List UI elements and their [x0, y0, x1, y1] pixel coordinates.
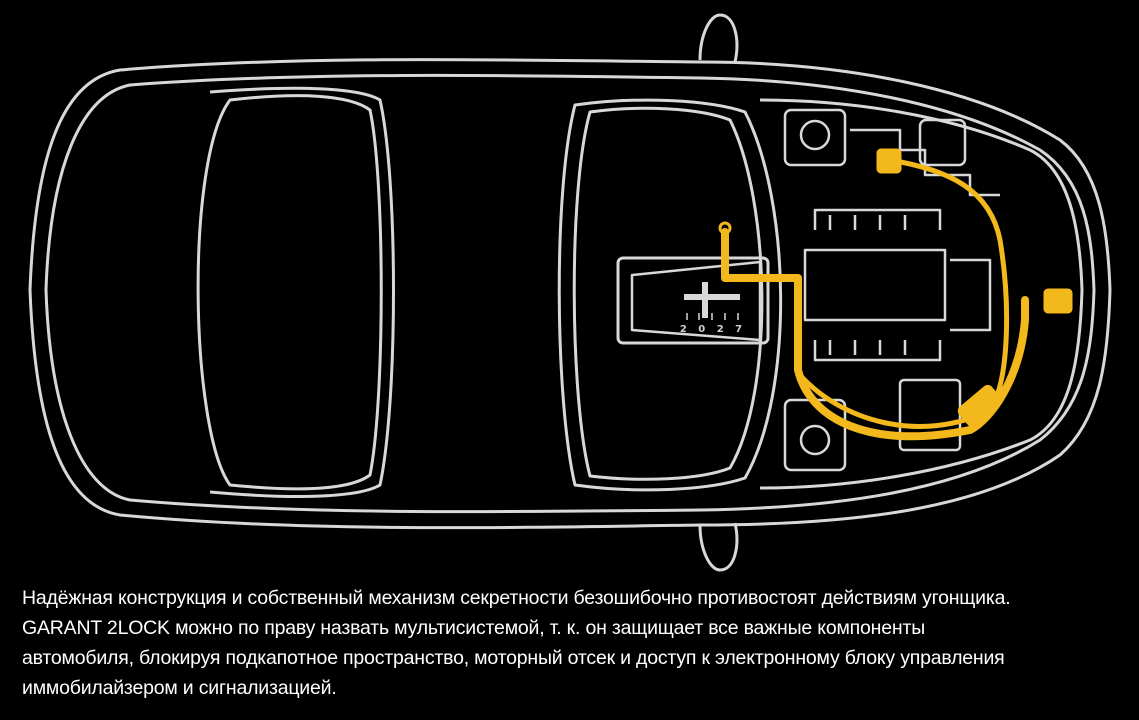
- secondary-cable: [797, 157, 1010, 429]
- lock-icon-top: [876, 148, 902, 174]
- caption-line: иммобилайзером и сигнализацией.: [22, 677, 337, 699]
- lock-icon-right: [1043, 288, 1073, 314]
- mirror-bottom: [698, 522, 739, 572]
- gear-ticks: [686, 313, 739, 320]
- gear-labels: 2 0 2 7: [680, 324, 746, 335]
- caption-text: Надёжная конструкция и собственный механ…: [22, 583, 1132, 703]
- antenna-icon: [718, 221, 732, 235]
- car-body-outline: [28, 58, 1112, 530]
- roof-outline: [209, 86, 395, 498]
- rear-window: [196, 94, 383, 491]
- caption-line: GARANT 2LOCK можно по праву назвать муль…: [22, 617, 926, 639]
- windshield: [572, 106, 764, 481]
- hood-line-top: [759, 98, 1084, 291]
- cable-connector: [957, 384, 1003, 428]
- hood-line-bottom: [759, 289, 1084, 490]
- hood-cable: [721, 228, 1029, 441]
- caption-line: автомобиля, блокируя подкапотное простра…: [22, 647, 1005, 669]
- lock-cable-system: [718, 148, 1073, 441]
- gear-console: [616, 256, 770, 345]
- caption-line: Надёжная конструкция и собственный механ…: [22, 587, 1011, 609]
- windshield-frame: [557, 98, 783, 492]
- gear-panel: [630, 260, 762, 342]
- gear-shifter: [684, 282, 740, 318]
- car-top-view-diagram: 2 0 2 7: [28, 13, 1112, 572]
- car-body-inner: [44, 73, 1096, 514]
- mirror-top: [698, 13, 739, 63]
